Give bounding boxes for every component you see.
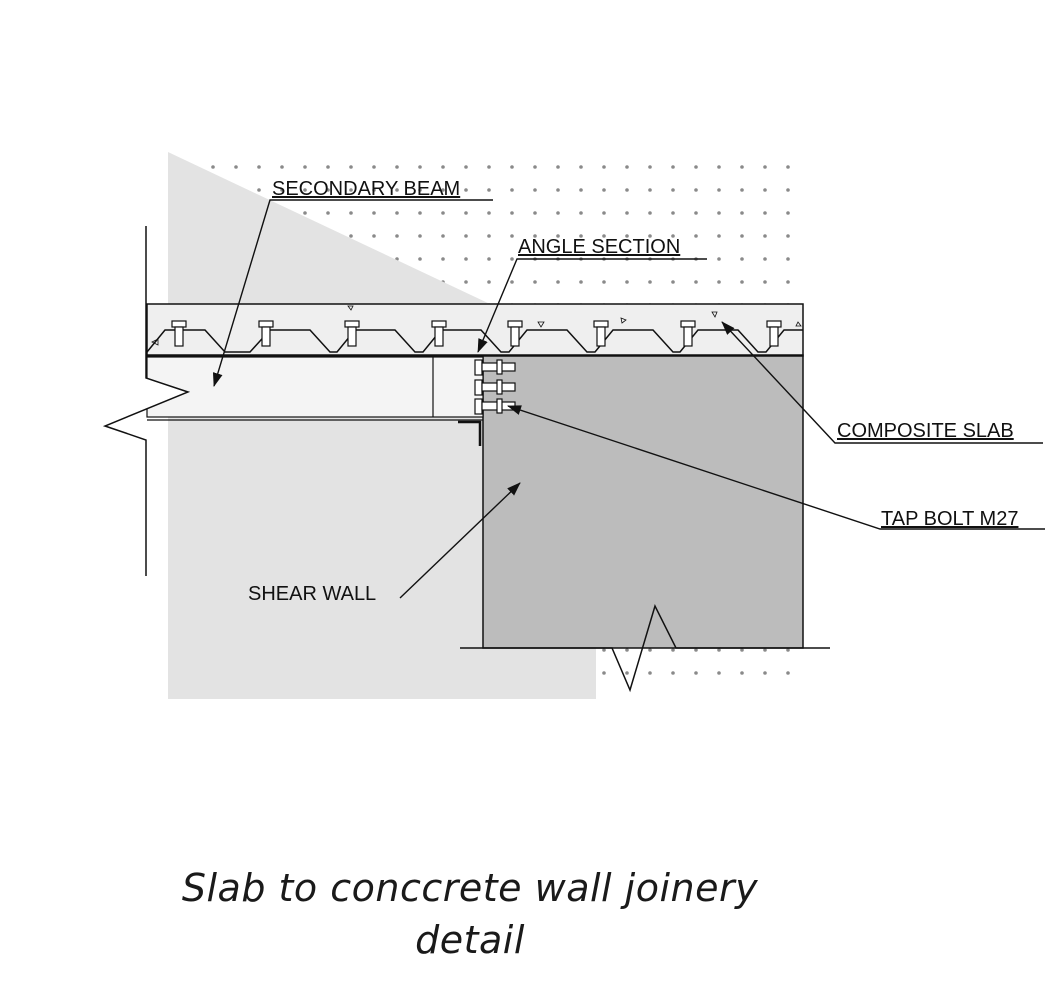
- leader-angle-section: [477, 258, 707, 353]
- shear-studs: [171, 320, 782, 347]
- shear-stud-icon: [344, 320, 360, 347]
- leader-secondary-beam: [212, 199, 493, 387]
- leader-shear-wall: [399, 482, 521, 599]
- shear-stud-icon: [766, 320, 782, 347]
- label-composite-slab: COMPOSITE SLAB: [837, 420, 1014, 442]
- caption-line-1: Slab to conccrete wall joinery: [181, 866, 759, 910]
- shear-stud-icon: [593, 320, 609, 347]
- slab-aggregate: [151, 305, 802, 346]
- secondary-beam-body: [146, 356, 484, 418]
- tap-bolt-icon: [474, 359, 516, 376]
- shear-stud-icon: [171, 320, 187, 347]
- tap-bolts: [474, 359, 516, 415]
- shear-stud-icon: [431, 320, 447, 347]
- shear-stud-icon: [258, 320, 274, 347]
- dotted-background-lower: [600, 648, 800, 693]
- leader-tap-bolt: [507, 405, 1045, 530]
- label-angle-section: ANGLE SECTION: [518, 236, 680, 258]
- label-secondary-beam: SECONDARY BEAM: [272, 178, 460, 200]
- tap-bolt-icon: [474, 379, 516, 396]
- label-tap-bolt: TAP BOLT M27: [881, 508, 1018, 530]
- drawing-caption: Slab to conccrete wall joinery detail: [130, 862, 810, 966]
- label-shear-wall: SHEAR WALL: [248, 583, 376, 605]
- beam-left-break: [102, 226, 191, 576]
- leader-lines: [212, 199, 1045, 599]
- caption-line-2: detail: [415, 918, 525, 962]
- shear-wall-body: [482, 354, 804, 649]
- wall-bottom-break: [460, 603, 830, 693]
- shear-stud-icon: [680, 320, 696, 347]
- angle-section: [458, 420, 482, 446]
- shear-stud-icon: [507, 320, 523, 347]
- leader-composite-slab: [721, 321, 1043, 444]
